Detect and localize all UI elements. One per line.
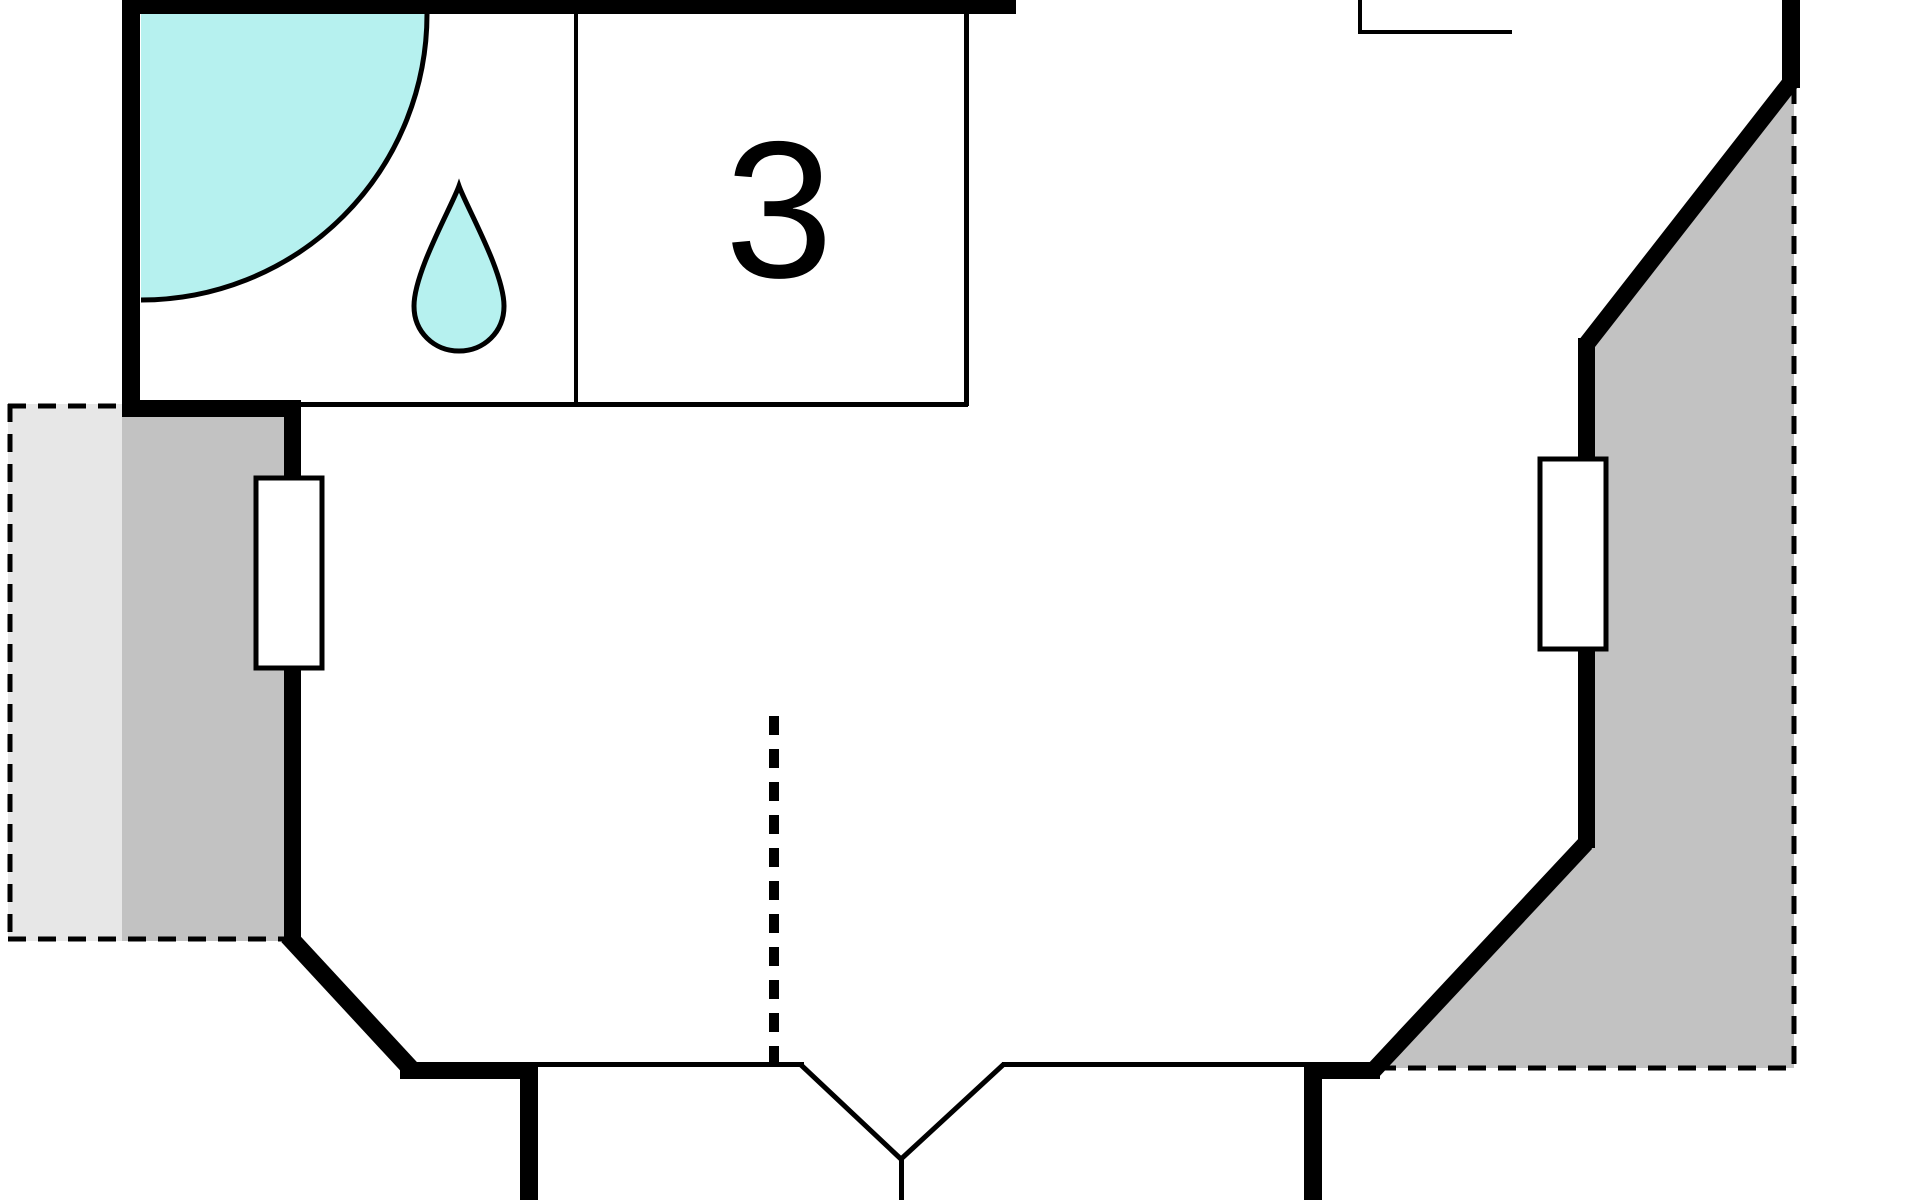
wall-south-right-horizontal	[1322, 1062, 1380, 1079]
low-ceiling-area-right	[1377, 88, 1794, 1068]
wall-left	[122, 0, 140, 416]
wall-west-diagonal	[281, 929, 419, 1077]
opening-line-south-right	[1002, 1062, 1304, 1067]
bathroom-bottom-line	[300, 402, 968, 407]
bay-stem-line	[899, 1158, 904, 1200]
adjacent-wall-line-vertical	[1358, 0, 1362, 34]
window-left	[253, 475, 325, 671]
bay-angle-right	[898, 1062, 1006, 1162]
adjacent-wall-line-horizontal	[1358, 30, 1512, 34]
bathroom-partition-line	[574, 14, 578, 406]
wall-top	[122, 0, 1016, 14]
wall-south-right-vertical	[1304, 1062, 1322, 1200]
wall-east-top	[1782, 0, 1800, 88]
wall-south-west-vertical	[520, 1062, 538, 1200]
window-right	[1537, 456, 1609, 652]
bay-angle-left	[798, 1062, 904, 1162]
corner-shower-arc	[140, 13, 430, 303]
opening-line-south-left	[538, 1062, 804, 1067]
wall-east-diagonal-top	[1578, 76, 1798, 352]
wall-south-west-horizontal	[400, 1062, 538, 1079]
room-label-3: 3	[725, 101, 833, 319]
wall-bathroom-bottom	[122, 400, 300, 417]
room3-east-line	[964, 14, 969, 406]
low-ceiling-area-left-outer	[8, 404, 122, 941]
corner-shower	[141, 14, 427, 300]
water-drop-icon	[411, 178, 507, 354]
wall-south-east-diagonal	[1365, 837, 1593, 1078]
